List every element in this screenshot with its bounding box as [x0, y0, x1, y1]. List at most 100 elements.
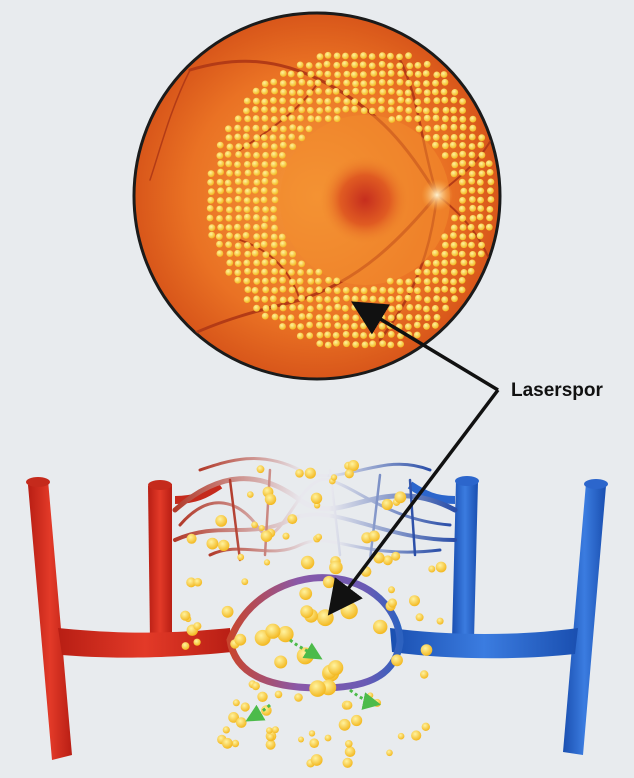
laser-spot-icon [477, 142, 484, 149]
laser-spot-icon [414, 80, 421, 87]
laser-spot-icon [236, 188, 243, 195]
laser-spot-icon [237, 554, 244, 561]
laser-spot-icon [261, 269, 268, 276]
laser-spot-icon [433, 97, 440, 104]
laser-spot-icon [459, 215, 466, 222]
laser-spot-icon [253, 260, 260, 267]
laser-spot-icon [298, 135, 305, 142]
laser-spot-icon [469, 171, 476, 178]
laser-spot-icon [309, 730, 315, 736]
laser-spot-icon [271, 143, 278, 150]
laser-spot-icon [216, 241, 223, 248]
laser-spot-icon [479, 152, 486, 159]
laser-spot-icon [423, 108, 430, 115]
laser-spot-icon [306, 98, 313, 105]
laser-spot-icon [424, 296, 431, 303]
laser-spot-icon [244, 161, 251, 168]
laser-spot-icon [262, 206, 269, 213]
laser-spot-icon [194, 639, 201, 646]
laser-spot-icon [405, 107, 412, 114]
laser-spot-icon [342, 106, 349, 113]
laser-spot-icon [329, 561, 343, 575]
laser-spot-icon [222, 738, 233, 749]
laser-spot-icon [331, 474, 337, 480]
leaky-vessel-loop [230, 578, 400, 688]
laser-spot-icon [343, 287, 350, 294]
laser-spot-icon [415, 314, 422, 321]
laser-spot-icon [251, 522, 258, 529]
laser-spot-icon [433, 107, 440, 114]
laser-spot-icon [451, 97, 458, 104]
laser-spot-icon [297, 333, 304, 340]
laser-spot-icon [299, 587, 312, 600]
laser-spot-icon [460, 124, 467, 131]
laser-spot-icon [487, 206, 494, 213]
laser-spot-icon [428, 566, 435, 573]
laser-spot-icon [306, 89, 313, 96]
laser-spot-icon [235, 178, 242, 185]
laser-spot-icon [261, 88, 268, 95]
laser-spot-icon [361, 314, 368, 321]
laser-spot-icon [414, 287, 421, 294]
laser-spot-icon [450, 279, 457, 286]
laser-spot-icon [216, 215, 223, 222]
laser-spot-icon [441, 251, 448, 258]
laser-spot-icon [434, 314, 441, 321]
laser-spot-icon [442, 115, 449, 122]
laser-spot-icon [325, 115, 332, 122]
laser-spot-icon [379, 323, 386, 330]
laser-spot-icon [306, 322, 313, 329]
laser-spot-icon [416, 125, 423, 132]
laser-spot-icon [333, 62, 340, 69]
laser-spot-icon [421, 644, 433, 656]
laser-spot-icon [459, 197, 466, 204]
laser-spot-icon [266, 727, 273, 734]
laser-spot-icon [262, 215, 269, 222]
laser-spot-icon [227, 144, 234, 151]
laser-spot-icon [245, 286, 252, 293]
laser-spot-icon [280, 89, 287, 96]
laser-spot-icon [254, 242, 261, 249]
laser-spot-icon [396, 115, 403, 122]
laser-spot-icon [257, 692, 267, 702]
laser-spot-icon [342, 305, 349, 312]
laser-spot-icon [194, 578, 203, 587]
laser-spot-icon [306, 62, 313, 69]
laser-spot-icon [298, 261, 305, 268]
laser-spot-icon [235, 151, 242, 158]
laser-spot-icon [409, 595, 420, 606]
laser-spot-icon [297, 125, 304, 132]
laser-spot-icon [280, 297, 287, 304]
laser-spot-icon [341, 602, 358, 619]
laser-spot-icon [397, 287, 404, 294]
laser-spot-icon [461, 241, 468, 248]
laser-spot-icon [271, 304, 278, 311]
laser-spot-icon [369, 322, 376, 329]
laser-spot-icon [333, 332, 340, 339]
laser-spot-icon [451, 116, 458, 123]
laser-spot-icon [369, 62, 376, 69]
laser-spot-icon [261, 106, 268, 113]
laser-spot-icon [397, 341, 404, 348]
laser-spot-icon [262, 152, 269, 159]
laser-spot-icon [352, 287, 359, 294]
laser-spot-icon [352, 88, 359, 95]
laser-spot-icon [369, 531, 380, 542]
laser-spot-icon [391, 552, 400, 561]
laser-spot-icon [333, 314, 340, 321]
laser-spot-icon [225, 180, 232, 187]
laser-spot-icon [279, 152, 286, 159]
laser-spot-icon [360, 71, 367, 78]
laser-spot-icon [378, 97, 385, 104]
laser-spot-icon [415, 269, 422, 276]
laser-spot-icon [351, 323, 358, 330]
laser-spot-icon [333, 296, 340, 303]
vessel-diagram [26, 458, 608, 767]
laser-spot-icon [342, 324, 349, 331]
laser-spot-icon [272, 726, 279, 733]
laser-spot-icon [280, 70, 287, 77]
laser-spot-icon [328, 660, 343, 675]
laser-spot-icon [244, 116, 251, 123]
laser-spot-icon [387, 79, 394, 86]
laser-spot-icon [226, 215, 233, 222]
